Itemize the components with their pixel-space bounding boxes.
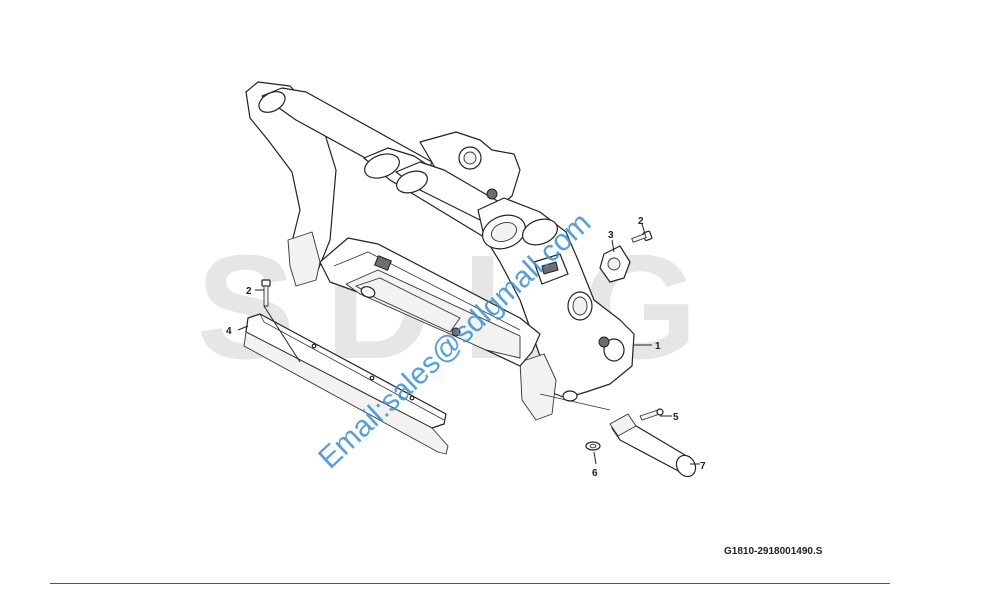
callout-1: 1 (655, 341, 661, 352)
callout-5: 5 (673, 412, 679, 423)
callout-4: 4 (226, 326, 232, 337)
footer-rule (50, 583, 890, 584)
callout-6: 6 (592, 468, 598, 479)
coupler-frame (245, 81, 635, 421)
drawing-code: G1810-2918001490.S (724, 546, 823, 557)
callout-labels: 1 2 2 3 4 5 6 7 (226, 216, 706, 479)
callout-7: 7 (700, 461, 706, 472)
leader-lines (237, 223, 700, 465)
cover-plate (243, 313, 449, 455)
bolt-left (261, 279, 271, 307)
callout-3: 3 (608, 230, 614, 241)
callout-2-right: 2 (638, 216, 644, 227)
callout-2-left: 2 (246, 286, 252, 297)
cover-lid (599, 245, 631, 283)
pin-assembly (585, 408, 697, 478)
